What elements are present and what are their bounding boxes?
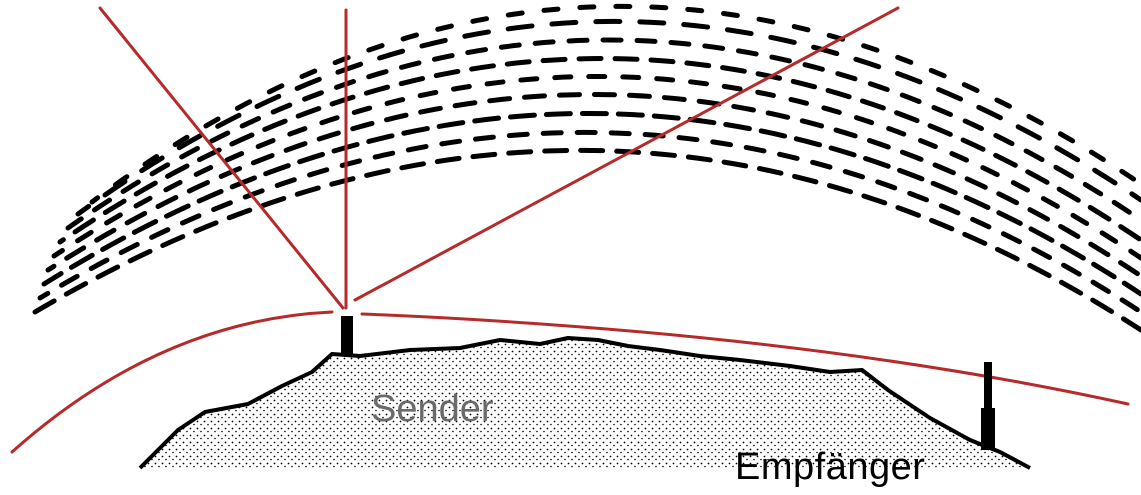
ray-upper-right: [353, 6, 900, 302]
sender-label: Sender: [371, 388, 494, 430]
ionosphere-arc-5: [51, 74, 1141, 261]
ionosphere-arc-2: [37, 130, 1141, 315]
terrain-outline: [138, 336, 1031, 470]
ray-ground-left: [10, 310, 334, 454]
ray-ground-right: [360, 312, 1130, 406]
ionosphere-arc-7: [65, 37, 1141, 231]
receiver-label: Empfänger: [735, 446, 926, 488]
ionosphere-arc-3: [41, 111, 1141, 297]
receiver-antenna: [981, 362, 995, 450]
ray-upper-left: [98, 6, 345, 310]
ionosphere-arc-1: [32, 148, 1141, 333]
ionosphere-arc-4: [45, 92, 1141, 279]
ionosphere-arc-8: [75, 18, 1141, 217]
terrain: [138, 336, 1031, 470]
ionosphere-layer: [32, 3, 1141, 333]
ionosphere-arc-9: [89, 3, 1141, 205]
transmitter-mast: [341, 316, 353, 356]
ionosphere-arc-6: [57, 56, 1141, 245]
signal-rays: [10, 6, 1130, 454]
